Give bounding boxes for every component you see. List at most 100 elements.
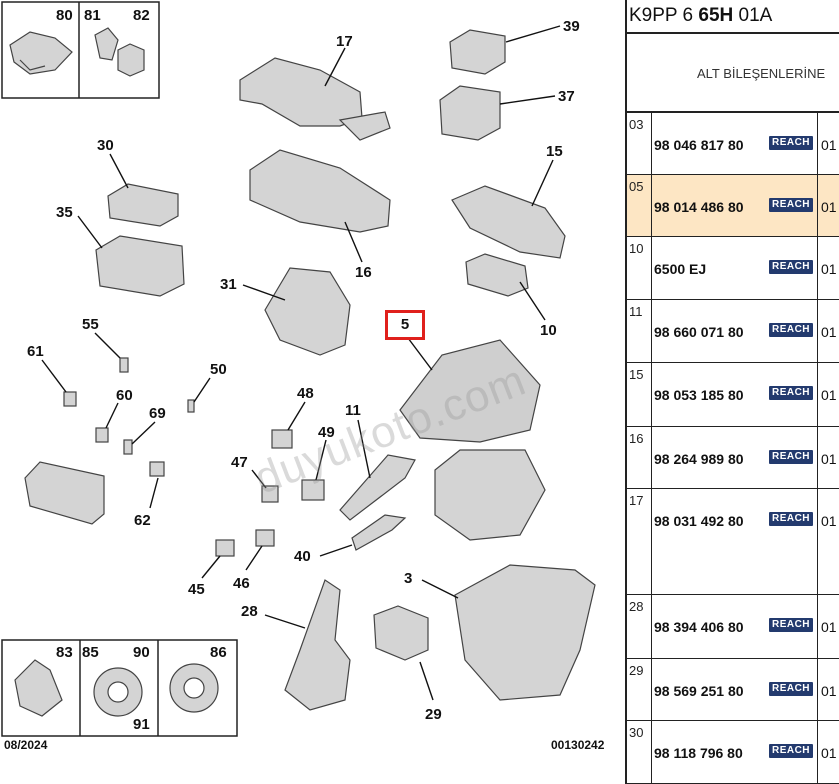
fuse-50-shape (187, 399, 195, 413)
part-reference[interactable]: 98 394 406 80 (654, 619, 744, 635)
callout-label[interactable]: 85 (82, 644, 99, 661)
bracket-17-shape (239, 57, 363, 127)
part-reference[interactable]: 98 569 251 80 (654, 683, 744, 699)
strip-11-shape (339, 454, 416, 521)
callout-label[interactable]: 80 (56, 7, 73, 24)
row-callout-number: 16 (629, 431, 644, 446)
column-divider (651, 175, 652, 236)
callout-label[interactable]: 11 (345, 402, 361, 419)
row-callout-number: 30 (629, 725, 644, 740)
part-quantity: 01 (821, 261, 837, 277)
column-divider (651, 113, 652, 174)
relay-46-shape (255, 529, 275, 547)
column-divider (817, 113, 818, 174)
callout-label[interactable]: 55 (82, 316, 99, 333)
part-reference[interactable]: 98 264 989 80 (654, 451, 744, 467)
callout-label[interactable]: 31 (220, 276, 237, 293)
callout-label[interactable]: 10 (540, 322, 557, 339)
reach-badge[interactable]: REACH (769, 198, 813, 212)
relay-48-shape (271, 429, 293, 449)
reach-badge[interactable]: REACH (769, 386, 813, 400)
relay-47-shape (261, 485, 279, 503)
callout-label[interactable]: 49 (318, 424, 335, 441)
column-divider (651, 721, 652, 783)
cover-15-shape (451, 185, 566, 259)
strip-40-shape (351, 514, 407, 551)
title-divider (627, 32, 839, 34)
reach-badge[interactable]: REACH (769, 512, 813, 526)
callout-label[interactable]: 48 (297, 385, 314, 402)
reach-badge[interactable]: REACH (769, 323, 813, 337)
diagram-drawing (1, 1, 596, 737)
column-divider (651, 237, 652, 299)
callout-label[interactable]: 60 (116, 387, 133, 404)
column-divider (817, 721, 818, 783)
callout-label[interactable]: 28 (241, 603, 258, 620)
callout-label[interactable]: 47 (231, 454, 248, 471)
reach-badge[interactable]: REACH (769, 450, 813, 464)
part-reference[interactable]: 98 053 185 80 (654, 387, 744, 403)
callout-label[interactable]: 37 (558, 88, 575, 105)
callout-label[interactable]: 3 (404, 570, 413, 587)
callout-label[interactable]: 16 (355, 264, 372, 281)
part-reference[interactable]: 98 660 071 80 (654, 324, 744, 340)
callout-label[interactable]: 40 (294, 548, 311, 565)
reach-badge[interactable]: REACH (769, 682, 813, 696)
fuse-61-shape (63, 391, 77, 407)
part-quantity: 01 (821, 324, 837, 340)
callout-label[interactable]: 81 (84, 7, 101, 24)
column-divider (817, 237, 818, 299)
callout-label[interactable]: 39 (563, 18, 580, 35)
callout-label[interactable]: 35 (56, 204, 73, 221)
part-reference[interactable]: 98 014 486 80 (654, 199, 744, 215)
column-divider (817, 363, 818, 426)
callout-label[interactable]: 61 (27, 343, 44, 360)
part-row[interactable]: 17 98 031 492 80 REACH 01 (627, 489, 839, 595)
fuse-60-shape (95, 427, 109, 443)
reach-badge[interactable]: REACH (769, 618, 813, 632)
callout-label[interactable]: 30 (97, 137, 114, 154)
callout-label[interactable]: 45 (188, 581, 205, 598)
reach-badge[interactable]: REACH (769, 136, 813, 150)
callout-label[interactable]: 86 (210, 644, 227, 661)
callout-label[interactable]: 82 (133, 7, 150, 24)
callout-label[interactable]: 62 (134, 512, 151, 529)
part-10-shape (465, 253, 529, 297)
parts-diagram: 80 81 82 17 39 37 30 35 15 16 31 10 55 6… (1, 1, 605, 752)
part-reference[interactable]: 98 046 817 80 (654, 137, 744, 153)
selected-callout-5[interactable]: 5 (385, 310, 425, 340)
part-quantity: 01 (821, 199, 837, 215)
part-reference[interactable]: 98 118 796 80 (654, 745, 743, 761)
column-divider (817, 659, 818, 720)
tray-35-shape (95, 235, 185, 297)
panel-title: K9PP 6 65H 01A (629, 5, 773, 26)
callout-label[interactable]: 83 (56, 644, 73, 661)
block-37-shape (439, 85, 501, 141)
row-callout-number: 17 (629, 493, 644, 508)
callout-label[interactable]: 69 (149, 405, 166, 422)
part-reference[interactable]: 98 031 492 80 (654, 513, 744, 529)
part-quantity: 01 (821, 513, 837, 529)
callout-label[interactable]: 17 (336, 33, 353, 50)
callout-label[interactable]: 46 (233, 575, 250, 592)
part-reference[interactable]: 6500 EJ (654, 261, 707, 277)
callout-label[interactable]: 50 (210, 361, 227, 378)
fusebox-5-shape (399, 339, 541, 443)
column-divider (817, 595, 818, 658)
callout-label[interactable]: 29 (425, 706, 442, 723)
column-divider (651, 489, 652, 594)
callout-label[interactable]: 91 (133, 716, 150, 733)
callout-label[interactable]: 90 (133, 644, 150, 661)
reach-badge[interactable]: REACH (769, 744, 813, 758)
reach-badge[interactable]: REACH (769, 260, 813, 274)
callout-label[interactable]: 15 (546, 143, 563, 160)
